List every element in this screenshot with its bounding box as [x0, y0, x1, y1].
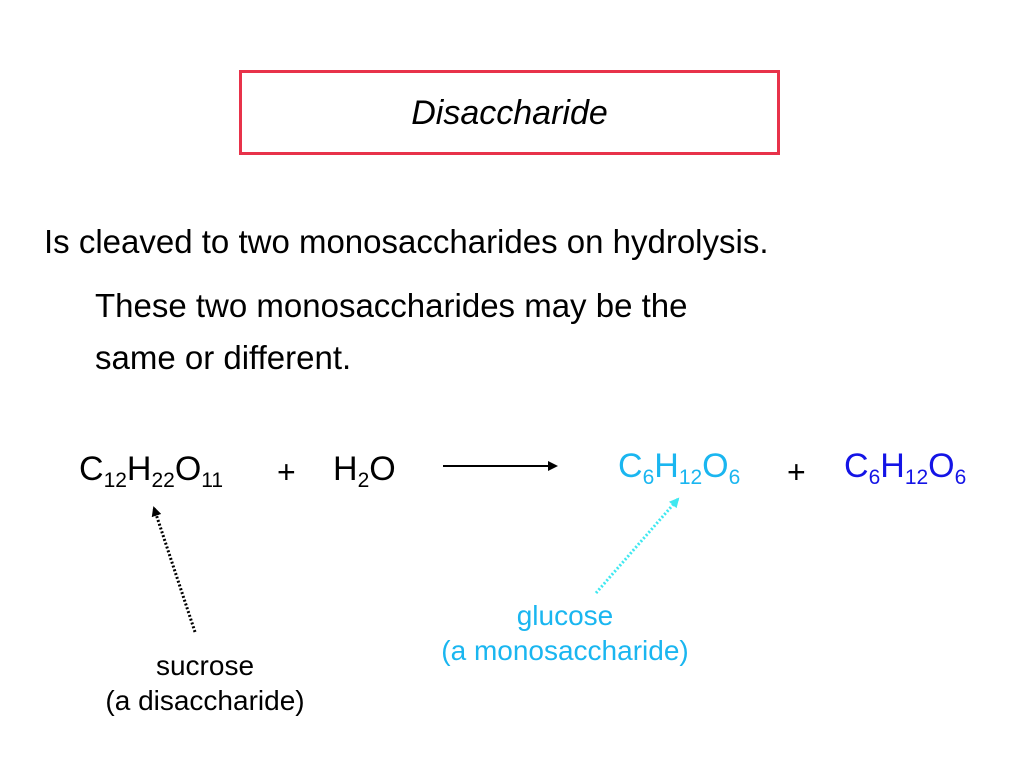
formula-subscript: 6 — [954, 466, 967, 489]
formula-element: O — [174, 450, 202, 488]
formula-water: H2O — [333, 450, 396, 491]
formula-subscript: 12 — [678, 466, 703, 489]
formula-element: C — [618, 447, 643, 485]
formula-subscript: 12 — [103, 469, 127, 492]
formula-subscript: 2 — [357, 469, 370, 492]
formula-monosaccharide-2: C6H12O6 — [844, 447, 966, 488]
sucrose-label-line-1: sucrose — [155, 650, 255, 681]
formula-element: O — [702, 447, 729, 485]
plus-sign-right: + — [787, 454, 806, 490]
formula-element: O — [928, 447, 955, 485]
formula-subscript: 22 — [151, 469, 175, 492]
slide-title: Disaccharide — [411, 93, 608, 132]
formula-element: O — [369, 450, 396, 488]
sucrose-label: sucrose (a disaccharide) — [80, 648, 330, 718]
formula-element: H — [333, 450, 358, 488]
formula-element: C — [844, 447, 869, 485]
glucose-label-line-1: glucose — [516, 600, 614, 631]
glucose-pointer-arrow — [594, 497, 680, 594]
glucose-label: glucose (a monosaccharide) — [400, 598, 730, 668]
formula-subscript: 12 — [904, 466, 929, 489]
statement-text: Is cleaved to two monosaccharides on hyd… — [44, 223, 769, 260]
formula-sucrose: C12H22O11 — [79, 450, 223, 491]
plus-sign-left: + — [277, 454, 296, 490]
sucrose-pointer-arrow — [151, 506, 197, 633]
title-box: Disaccharide — [239, 70, 780, 155]
formula-element: C — [79, 450, 104, 488]
formula-glucose: C6H12O6 — [618, 447, 740, 488]
formula-subscript: 6 — [642, 466, 655, 489]
formula-subscript: 6 — [868, 466, 881, 489]
formula-element: H — [880, 447, 905, 485]
formula-subscript: 11 — [201, 469, 224, 492]
note-line-2: same or different. — [95, 339, 352, 376]
formula-subscript: 6 — [728, 466, 741, 489]
formula-element: H — [654, 447, 679, 485]
sucrose-label-line-2: (a disaccharide) — [105, 685, 305, 716]
note-line-1: These two monosaccharides may be the — [95, 287, 688, 324]
glucose-label-line-2: (a monosaccharide) — [441, 635, 689, 666]
formula-element: H — [126, 450, 152, 488]
